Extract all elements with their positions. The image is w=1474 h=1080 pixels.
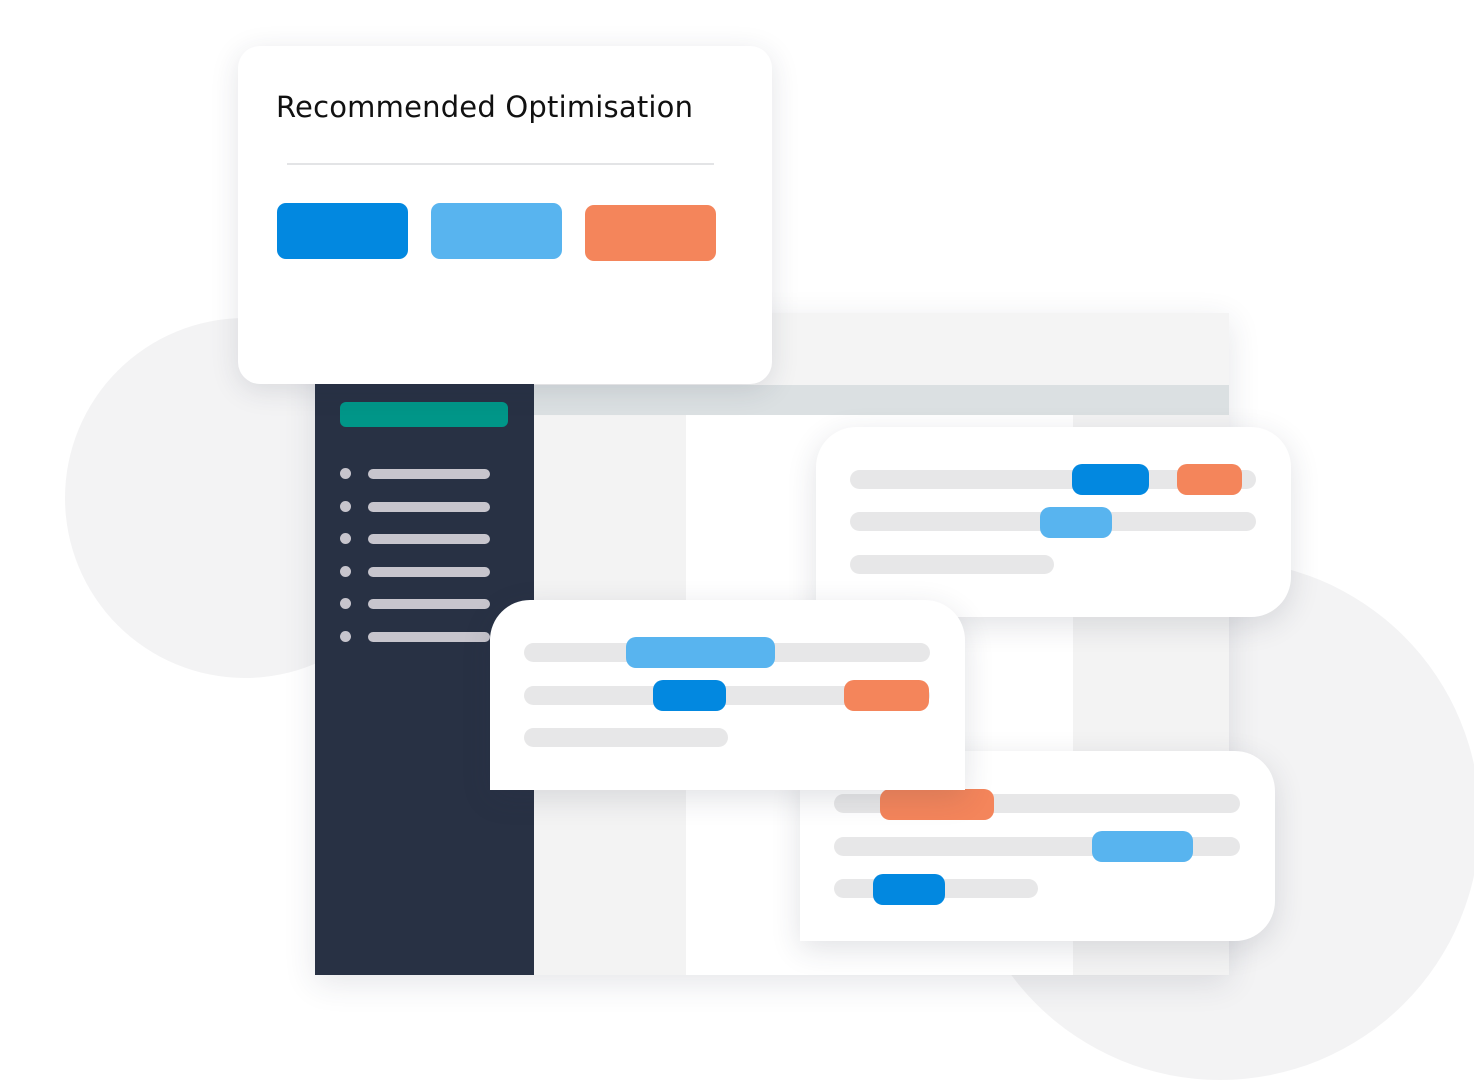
option-orange-button[interactable] [585, 205, 716, 261]
shift-block[interactable] [1092, 831, 1193, 862]
divider [287, 163, 714, 165]
option-primary-button[interactable] [277, 203, 408, 259]
schedule-card [490, 600, 965, 790]
option-light-blue-button[interactable] [431, 203, 562, 259]
schedule-row-track [850, 470, 1256, 489]
sidebar-item[interactable] [340, 499, 510, 513]
sidebar-item-label [368, 502, 490, 512]
shift-block[interactable] [873, 874, 945, 905]
sidebar-item-label [368, 599, 490, 609]
schedule-row-track [850, 555, 1054, 574]
bullet-icon [340, 631, 351, 642]
sidebar-item-label [368, 632, 490, 642]
optimisation-title: Recommended Optimisation [276, 90, 694, 124]
schedule-row-track [524, 686, 930, 705]
bullet-icon [340, 468, 351, 479]
schedule-row-track [524, 728, 728, 747]
bullet-icon [340, 501, 351, 512]
sidebar-item[interactable] [340, 466, 510, 480]
optimisation-card: Recommended Optimisation [238, 46, 772, 384]
shift-block[interactable] [1040, 507, 1112, 538]
shift-block[interactable] [653, 680, 726, 711]
sidebar-item-label [368, 567, 490, 577]
bullet-icon [340, 598, 351, 609]
sidebar-item[interactable] [340, 531, 510, 545]
shift-block[interactable] [1072, 464, 1149, 495]
bullet-icon [340, 533, 351, 544]
sidebar-item[interactable] [340, 564, 510, 578]
shift-block[interactable] [626, 637, 775, 668]
sidebar-action-button[interactable] [340, 402, 508, 427]
shift-block[interactable] [844, 680, 929, 711]
shift-block[interactable] [880, 789, 994, 820]
schedule-card [816, 427, 1291, 617]
sidebar-item-label [368, 469, 490, 479]
schedule-header [534, 385, 1229, 415]
sidebar-item-label [368, 534, 490, 544]
bullet-icon [340, 566, 351, 577]
sidebar-item[interactable] [340, 629, 510, 643]
shift-block[interactable] [1177, 464, 1242, 495]
sidebar-item[interactable] [340, 596, 510, 610]
